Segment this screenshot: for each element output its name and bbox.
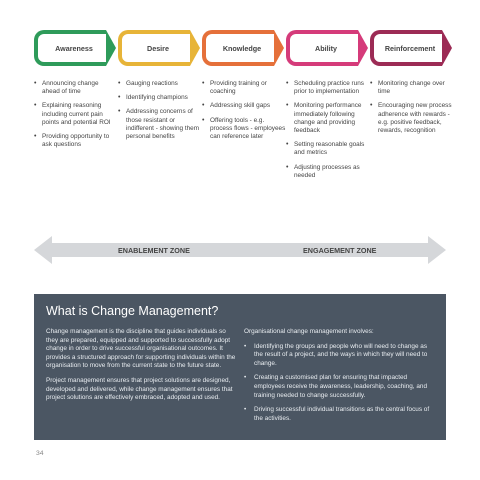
paragraph: Organisational change management involve…	[244, 328, 374, 335]
stage-title: Knowledge	[222, 43, 262, 53]
stage-title: Ability	[315, 43, 337, 53]
panel-right-column: Organisational change management involve…	[244, 328, 434, 429]
stage-knowledge: Knowledge Providing training or coaching…	[202, 30, 290, 147]
list-item: Offering tools - e.g. process flows - em…	[202, 117, 286, 142]
list-item: Identifying champions	[118, 94, 202, 102]
list-item: Encouraging new process adherence with r…	[370, 102, 454, 135]
list-item: Providing opportunity to ask questions	[34, 133, 118, 149]
panel-left-column: Change management is the discipline that…	[46, 328, 236, 429]
stage-desire: Desire Gauging reactions Identifying cha…	[118, 30, 206, 147]
stage-bullets: Announcing change ahead of time Explaini…	[34, 80, 118, 149]
stage-title: Desire	[147, 43, 169, 53]
stage-card: Desire	[118, 30, 206, 76]
list-item: Monitoring change over time	[370, 80, 454, 96]
change-management-panel: What is Change Management? Change manage…	[34, 294, 446, 440]
list-item: Providing training or coaching	[202, 80, 286, 96]
list-item: Driving successful individual transition…	[244, 406, 434, 423]
arrow-tip-icon	[442, 30, 458, 76]
stage-bullets: Scheduling practice runs prior to implem…	[286, 80, 370, 180]
list-item: Addressing concerns of those resistant o…	[118, 108, 202, 141]
list-item: Adjusting processes as needed	[286, 164, 370, 180]
paragraph: Change management is the discipline that…	[46, 328, 236, 370]
list-item: Setting reasonable goals and metrics	[286, 141, 370, 157]
stages-row: Awareness Announcing change ahead of tim…	[0, 0, 480, 240]
panel-title: What is Change Management?	[46, 304, 219, 318]
list-item: Monitoring performance immediately follo…	[286, 102, 370, 135]
paragraph: Project management ensures that project …	[46, 376, 233, 402]
panel-columns: Change management is the discipline that…	[46, 328, 434, 429]
list-item: Addressing skill gaps	[202, 102, 286, 110]
stage-bullets: Gauging reactions Identifying champions …	[118, 80, 202, 141]
engagement-zone-label: ENGAGEMENT ZONE	[303, 246, 377, 255]
list-item: Scheduling practice runs prior to implem…	[286, 80, 370, 96]
stage-card: Knowledge	[202, 30, 290, 76]
double-arrow-icon	[34, 236, 446, 264]
stage-title: Reinforcement	[384, 43, 436, 53]
list-item: Explaining reasoning including current p…	[34, 102, 118, 127]
stage-bullets: Monitoring change over time Encouraging …	[370, 80, 454, 135]
stage-card: Reinforcement	[370, 30, 458, 76]
stage-card: Ability	[286, 30, 374, 76]
stage-awareness: Awareness Announcing change ahead of tim…	[34, 30, 122, 155]
page-number: 34	[36, 450, 44, 457]
list-item: Gauging reactions	[118, 80, 202, 88]
panel-bullets: Identifying the groups and people who wi…	[244, 343, 434, 424]
enablement-zone-label: ENABLEMENT ZONE	[118, 246, 190, 255]
list-item: Creating a customised plan for ensuring …	[244, 374, 434, 400]
stage-reinforcement: Reinforcement Monitoring change over tim…	[370, 30, 458, 141]
list-item: Announcing change ahead of time	[34, 80, 118, 96]
stage-ability: Ability Scheduling practice runs prior t…	[286, 30, 374, 186]
stage-title: Awareness	[55, 43, 93, 53]
stage-bullets: Providing training or coaching Addressin…	[202, 80, 286, 141]
list-item: Identifying the groups and people who wi…	[244, 343, 434, 369]
stage-card: Awareness	[34, 30, 122, 76]
